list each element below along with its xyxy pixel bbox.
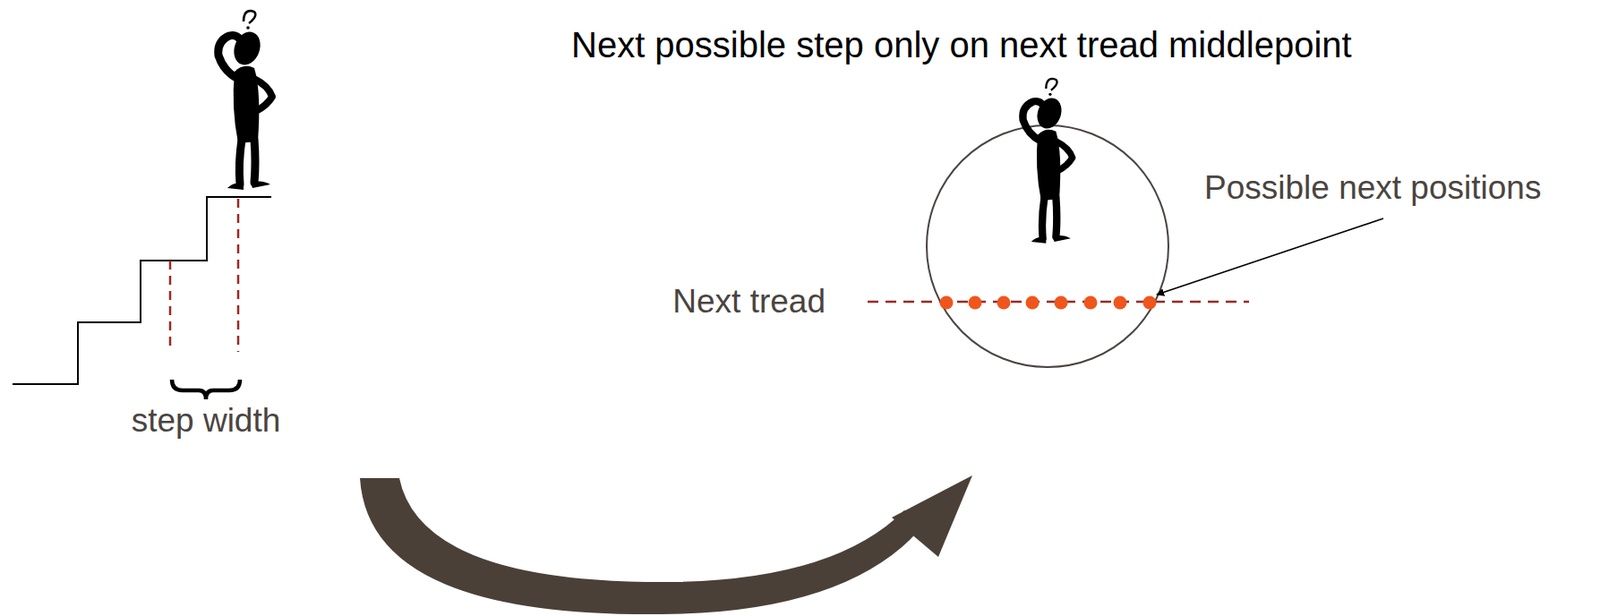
position-dot — [1084, 296, 1098, 310]
thinking-person — [218, 10, 273, 190]
staircase — [12, 196, 272, 385]
line-label: Next tread — [669, 282, 829, 322]
position-dots — [940, 296, 1157, 310]
curved-arrow — [359, 478, 925, 615]
position-dot — [997, 296, 1011, 310]
diagram-title: Next possible step only on next tread mi… — [571, 24, 1352, 66]
brace — [171, 379, 240, 400]
position-dot — [1113, 296, 1128, 310]
position-dot — [1026, 296, 1040, 310]
arrow-head — [891, 475, 973, 557]
position-dot — [968, 296, 983, 310]
position-dot — [1054, 296, 1069, 310]
leader-line — [1156, 218, 1384, 295]
thinking-person — [1022, 78, 1072, 244]
dimension-label: step width — [128, 402, 284, 441]
guide-line — [237, 198, 240, 352]
position-dot — [1143, 296, 1157, 310]
callout-label: Possible next positions — [1201, 169, 1544, 208]
guide-line — [169, 260, 172, 352]
position-dot — [940, 296, 954, 310]
